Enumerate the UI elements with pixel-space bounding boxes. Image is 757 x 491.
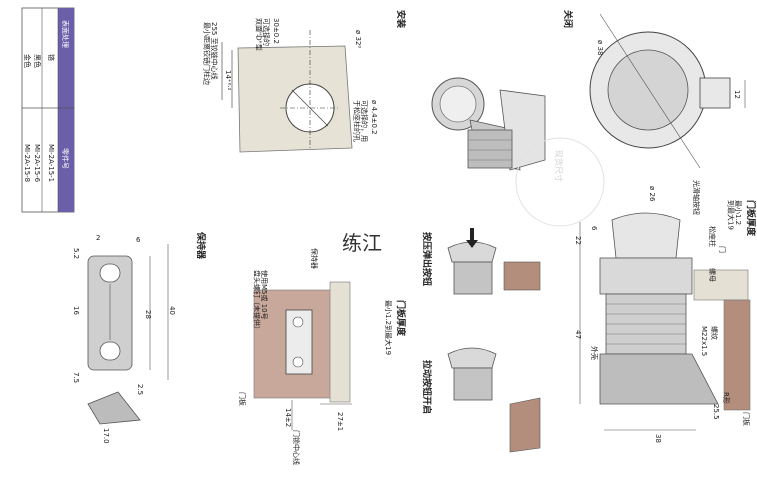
action-press: 按压弹出按钮 <box>421 232 433 286</box>
install-door-label: 门 <box>256 30 265 37</box>
door-thickness-door: 门板 <box>238 392 247 406</box>
retainer-dim-25: 2.5 <box>136 384 144 395</box>
side-label-button: 光滑轴按钮 <box>692 180 701 215</box>
side-label-thread: 螺纹 <box>710 326 719 340</box>
retainer-view: 保持器 2 6 5.2 16 28 40 7.5 2.5 17.0 <box>72 231 207 444</box>
side-dim-rad: R形 <box>722 392 730 404</box>
door-thickness-holder: 保持器 <box>310 248 319 269</box>
side-dim-255: 25.5 <box>712 404 720 420</box>
retainer-dim-2: 2 <box>96 234 100 242</box>
door-thickness-screw-note: 使用M5或 10号盘头螺钉（未提供） <box>252 270 269 333</box>
side-label-nut: 螺母 <box>708 268 717 282</box>
closed-dim-dia: ø 38 <box>596 40 604 55</box>
closed-title: 关闭 <box>562 10 574 28</box>
door-thickness-view: 门板厚度 最小1.2到最大19 保持器 使用M5或 10号盘头螺钉（未提供） 门… <box>238 248 407 465</box>
install-dim-a: 30±0.2 <box>272 18 280 44</box>
install-view: 安装 30±0.2 可选择的双面"D"型 255 至铰链中心线最小距离铰链门柱边… <box>202 10 407 153</box>
retainer-title: 保持器 <box>195 231 207 260</box>
retainer-dim-52: 5.2 <box>72 248 80 259</box>
table-surface-2: 黑色 <box>33 54 42 68</box>
retainer-dim-28: 28 <box>144 310 152 319</box>
door-thickness-range: 最小1.2到最大19 <box>384 300 393 355</box>
side-label-door: 门 <box>718 246 727 253</box>
closed-dim-w: 12 <box>733 90 741 99</box>
watermark-stamp: 现货尺寸 <box>554 150 564 182</box>
install-dim-hole: ø 4.4±0.2 <box>370 100 378 135</box>
side-label-housing: 外壳 <box>590 346 599 360</box>
install-note-a: 可选择的双面"D"型 <box>254 18 271 51</box>
side-dim-22: 22 <box>574 236 582 245</box>
side-label-post: 松座柱 <box>708 226 717 247</box>
install-title: 安装 <box>395 10 407 29</box>
table-part-1: MI-2A-15-1 <box>47 144 55 182</box>
retainer-dim-6: 6 <box>136 236 141 244</box>
closed-view: 关闭 ø 38 12 <box>562 10 746 169</box>
side-thread-spec: M22x1.5 <box>700 326 708 356</box>
side-range: 最小1.2到最大19 <box>726 200 743 230</box>
latch-3d-view <box>431 77 546 171</box>
retainer-dim-16: 16 <box>72 306 80 315</box>
side-dim-47: 47 <box>574 330 582 339</box>
side-dim-26: ø 26 <box>648 186 656 202</box>
watermark: 现货尺寸 练江 <box>342 137 605 255</box>
watermark-brand: 练江 <box>342 231 382 255</box>
press-pull-view: 按压弹出按钮 拉动按钮开启 <box>421 228 541 453</box>
side-dim-38: 38 <box>654 434 662 443</box>
install-note-c: 可选择的，用于松座柱的孔 <box>352 100 369 142</box>
table-part-3: MI-2A-15-8 <box>23 144 31 182</box>
install-dim-b: 14⁺⁰·² <box>224 70 232 91</box>
retainer-dim-40: 40 <box>168 306 176 315</box>
retainer-dim-17: 17.0 <box>102 428 110 444</box>
part-table: 表面处理 零件号 铬 黑色 金色 MI-2A-15-1 MI-2A-15-6 M… <box>21 7 75 213</box>
table-surface-1: 铬 <box>47 54 56 61</box>
action-pull: 拉动按钮开启 <box>421 360 433 414</box>
side-section-view: 门板厚度 最小1.2到最大19 光滑轴按钮 松座柱 门 螺母 螺纹 M22x1.… <box>574 180 757 443</box>
table-surface-3: 金色 <box>23 54 32 68</box>
install-note-b: 255 至铰链中心线最小距离铰链门柱边 <box>202 22 219 85</box>
side-label-door2: 门板 <box>742 412 751 426</box>
door-thickness-center: 门锁中心线 <box>292 430 301 465</box>
install-dim-dia: ø 32⁰ <box>354 30 362 48</box>
door-thickness-dim-27: 27±1 <box>336 412 344 431</box>
door-thickness-dim-b: 14±2 <box>284 408 292 427</box>
table-header-part: 零件号 <box>61 148 70 169</box>
table-part-2: MI-2A-15-6 <box>33 144 41 183</box>
table-header-surface: 表面处理 <box>61 20 70 48</box>
side-title: 门板厚度 <box>745 200 757 237</box>
retainer-dim-75: 7.5 <box>72 372 80 383</box>
door-thickness-title: 门板厚度 <box>395 300 407 337</box>
side-dim-6: 6 <box>590 226 598 231</box>
